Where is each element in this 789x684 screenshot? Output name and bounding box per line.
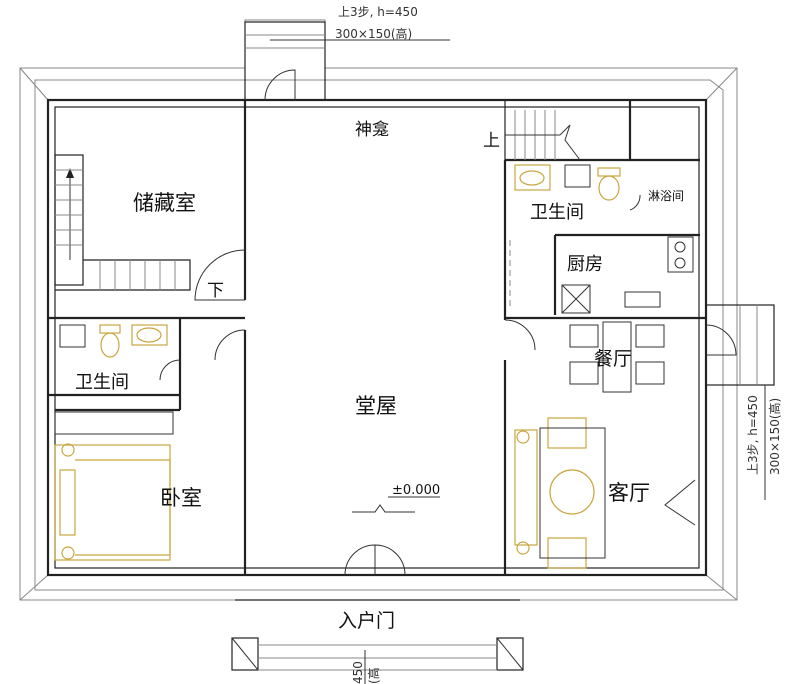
label-hall: 堂屋 xyxy=(355,394,397,418)
elevation-mark: ±0.000 xyxy=(392,483,440,498)
label-entrance: 入户门 xyxy=(338,610,395,632)
front-porch xyxy=(231,496,524,684)
label-stairs-down: 下 xyxy=(207,281,224,301)
bed xyxy=(54,444,171,561)
stove-sink xyxy=(667,236,694,273)
label-bathroom-left: 卫生间 xyxy=(75,372,129,393)
interior-walls xyxy=(48,100,706,575)
annotation-right-size: 300×150(高) xyxy=(767,398,782,475)
right-steps xyxy=(705,304,775,500)
label-storage: 储藏室 xyxy=(133,191,196,215)
label-bathroom-right: 卫生间 xyxy=(530,202,584,223)
annotation-bottom-size: (高 xyxy=(366,667,381,684)
label-kitchen: 厨房 xyxy=(567,254,603,275)
label-bedroom: 卧室 xyxy=(160,486,202,510)
label-shower: 淋浴间 xyxy=(648,189,684,203)
wardrobe xyxy=(54,411,174,435)
storage-stairs xyxy=(54,154,191,291)
label-living: 客厅 xyxy=(608,481,650,505)
sink-right xyxy=(514,164,551,191)
right-stairs xyxy=(505,110,581,161)
sofa xyxy=(514,429,538,546)
annotation-top-steps: 上3步, h=450 xyxy=(338,5,418,19)
top-steps xyxy=(244,21,450,101)
label-dining: 餐厅 xyxy=(594,348,632,370)
annotation-bottom-steps: 450 xyxy=(351,661,365,684)
label-shrine: 神龛 xyxy=(355,120,389,140)
dining-table xyxy=(602,321,632,393)
furniture xyxy=(54,164,696,569)
annotation-right-steps: 上3步, h=450 xyxy=(746,395,760,475)
annotation-top-size: 300×150(高) xyxy=(335,26,412,41)
label-stairs-up: 上 xyxy=(483,131,500,151)
